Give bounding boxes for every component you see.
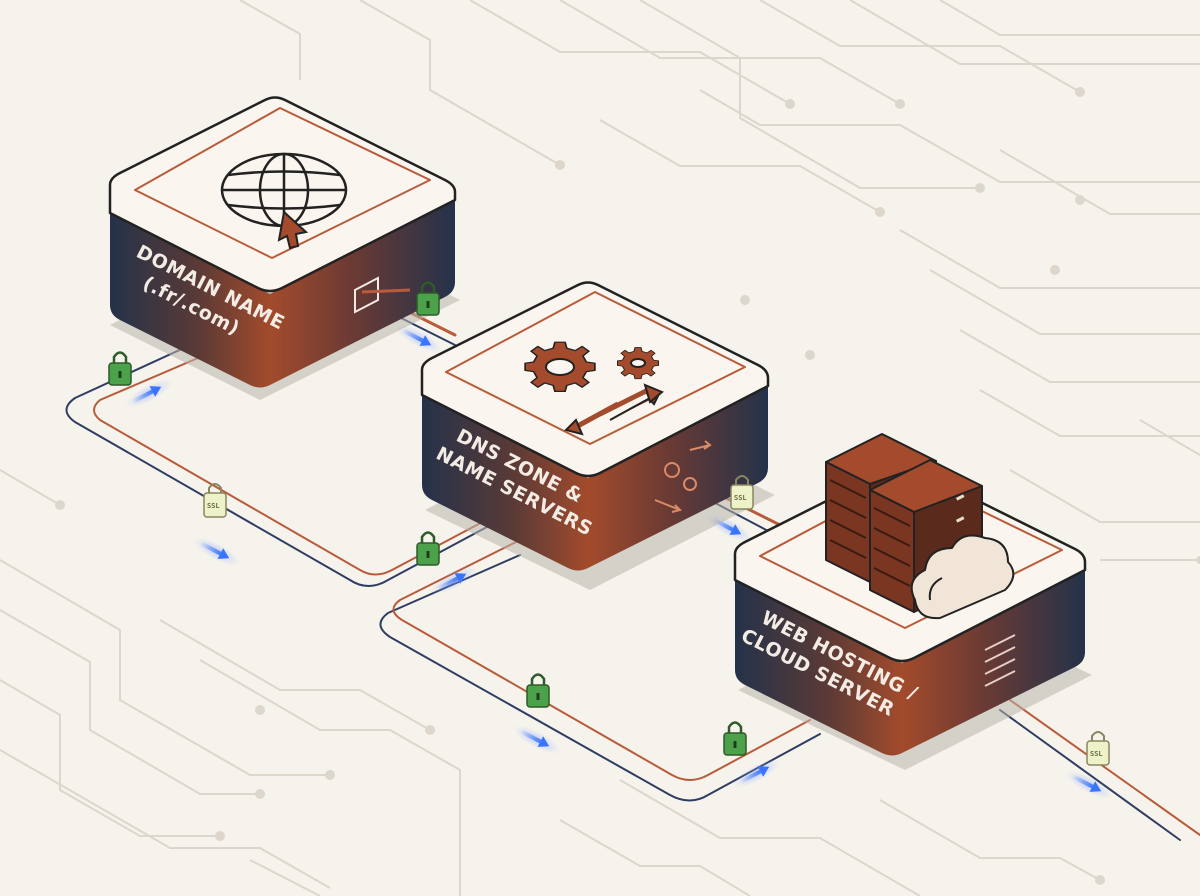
vent-grille-icon [984,634,1016,687]
gears-side-icon [654,440,712,513]
padlock-icon [526,673,550,708]
globe-cursor-icon [220,152,348,250]
packet-arrow-icon [395,324,443,353]
packet-arrow-icon [430,566,478,595]
padlocks [108,281,747,756]
packet-arrow-icon [193,537,241,566]
packet-arrow-icon [125,379,173,408]
port-slot-icon [354,276,411,314]
padlock-icon [416,531,440,566]
ssl-badge-label: SSL [734,494,747,502]
packet-arrow-icon [1065,770,1113,799]
padlock-icon [416,281,440,316]
packet-arrow-icon [733,759,781,788]
ssl-badge-label: SSL [207,502,220,510]
padlock-icon [108,351,132,386]
background-circuit-nodes [55,87,1200,885]
domain-name-box: DOMAIN NAME (.fr/.com) [108,96,460,400]
dns-zone-box: DNS ZONE & NAME SERVERS [420,281,775,590]
padlock-icon [723,721,747,756]
data-packets [125,324,1113,799]
ssl-badges: SSL SSL SSL [203,475,1110,766]
ssl-badge-icon: SSL [203,483,227,518]
gears-arrows-icon [524,341,664,436]
ssl-badge-icon: SSL [1086,731,1110,766]
web-hosting-box: WEB HOSTING / CLOUD SERVER [733,433,1092,770]
server-rack-cloud-icon [825,433,1015,620]
packet-arrow-icon [513,725,561,754]
ssl-badge-label: SSL [1090,750,1103,758]
ssl-badge-icon: SSL [730,475,754,510]
